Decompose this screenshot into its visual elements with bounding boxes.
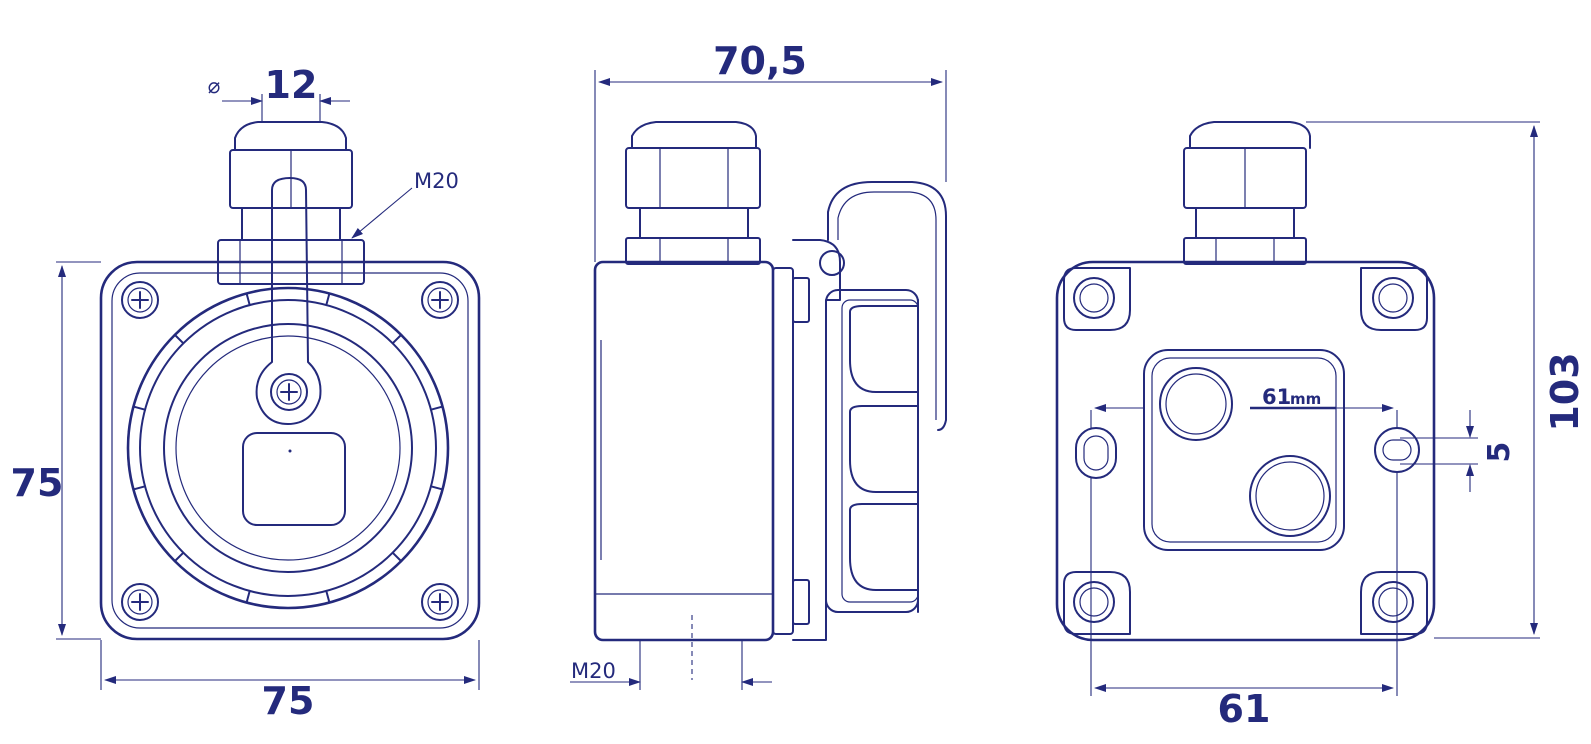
rear-housing bbox=[1055, 260, 1436, 642]
collar-tick bbox=[245, 589, 251, 604]
rear-corner-holes bbox=[1063, 267, 1428, 635]
collar-tick bbox=[391, 551, 403, 563]
rear-mounting-slots bbox=[1075, 427, 1420, 479]
front-socket bbox=[126, 286, 450, 610]
collar-tick bbox=[173, 551, 185, 563]
collar-tick bbox=[429, 485, 444, 491]
side-view bbox=[593, 121, 947, 680]
front-thread-label: M20 bbox=[414, 169, 459, 193]
lid-rib bbox=[849, 405, 919, 493]
side-lid bbox=[825, 181, 947, 613]
collar-tick bbox=[173, 333, 185, 345]
collar-tick bbox=[245, 292, 251, 307]
collar-tick bbox=[325, 292, 331, 307]
rear-knockout-panel bbox=[1143, 349, 1345, 551]
rear-spacing-dimension: 61 bbox=[1218, 687, 1271, 731]
lid-rib bbox=[849, 305, 919, 393]
front-height-dimension: 75 bbox=[11, 461, 64, 505]
front-cable-gland bbox=[217, 121, 365, 285]
rear-cable-gland bbox=[1183, 121, 1311, 265]
rear-view bbox=[1055, 121, 1436, 642]
side-housing bbox=[593, 260, 775, 642]
inline-spacing-unit: mm bbox=[1290, 390, 1321, 408]
side-dimensions: 70,5 M20 bbox=[570, 39, 947, 690]
collar-tick bbox=[391, 333, 403, 345]
front-view bbox=[99, 121, 481, 641]
slot-width-dimension: 5 bbox=[1482, 442, 1517, 463]
front-lid-latch bbox=[255, 177, 322, 425]
collar-tick bbox=[325, 589, 331, 604]
collar-tick bbox=[132, 485, 147, 491]
side-thread-label: M20 bbox=[571, 659, 616, 683]
side-cable-gland bbox=[625, 121, 761, 265]
diameter-symbol: ⌀ bbox=[208, 74, 221, 98]
front-housing bbox=[99, 260, 481, 641]
rear-dimensions: 103 61 61 mm 5 bbox=[1090, 121, 1587, 731]
side-depth-dimension: 70,5 bbox=[713, 39, 807, 83]
front-width-dimension: 75 bbox=[262, 679, 315, 723]
collar-tick bbox=[132, 405, 147, 411]
collar-tick bbox=[429, 405, 444, 411]
front-dimensions: 75 75 ⌀ 12 M20 bbox=[11, 63, 480, 723]
lid-rib bbox=[849, 503, 919, 591]
front-corner-screws bbox=[121, 281, 459, 621]
rear-height-dimension: 103 bbox=[1543, 352, 1587, 431]
inline-spacing-value: 61 bbox=[1262, 385, 1291, 409]
gland-diameter-dimension: 12 bbox=[265, 63, 318, 107]
